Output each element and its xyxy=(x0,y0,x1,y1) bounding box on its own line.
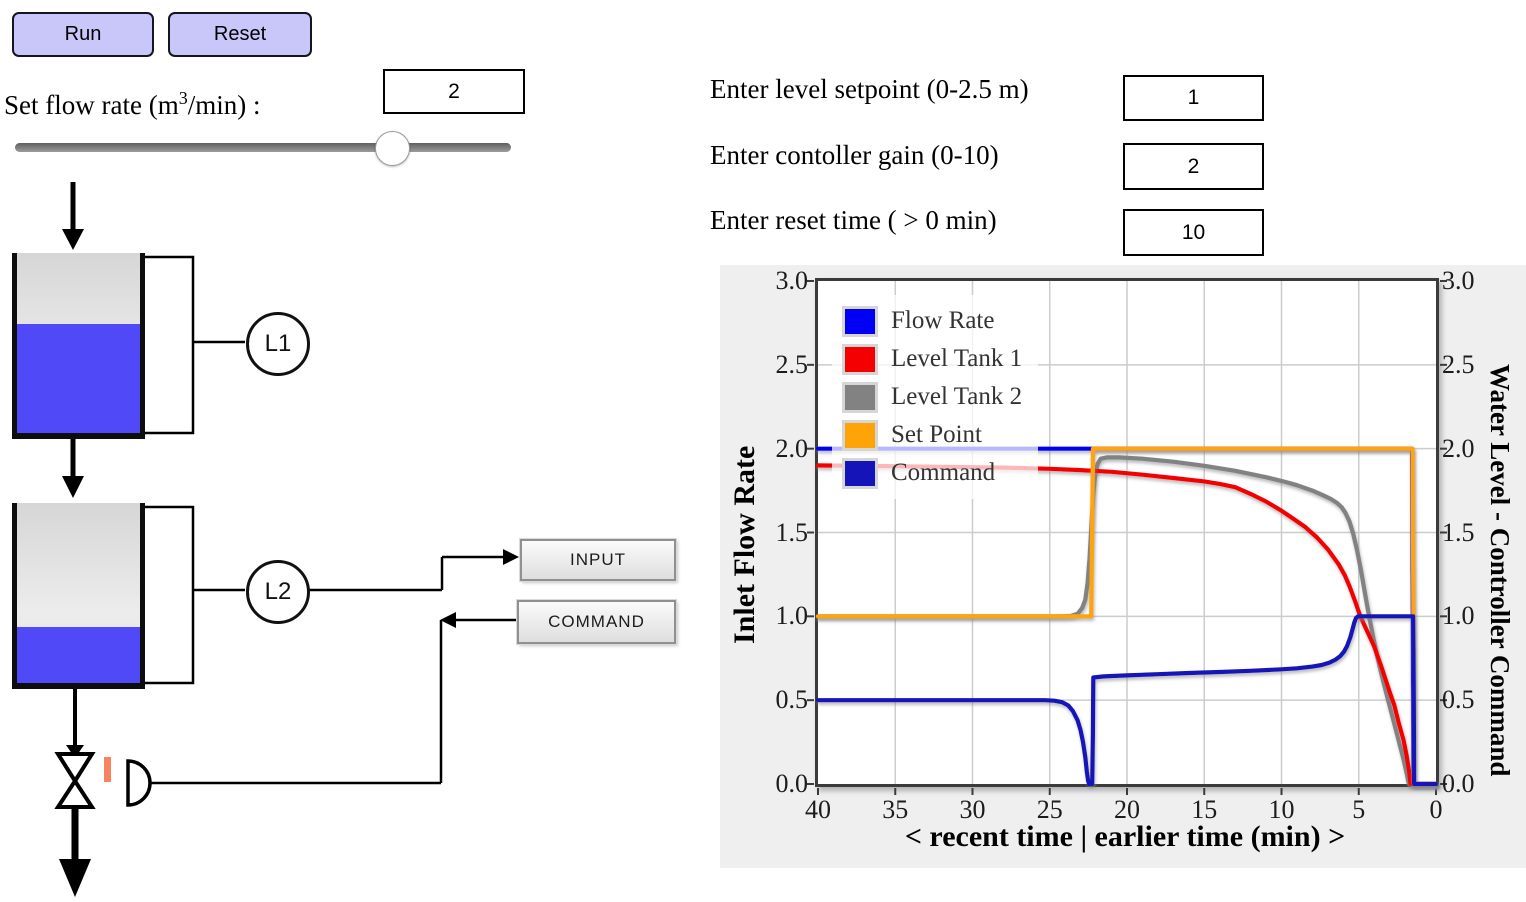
level-sensor-1: L1 xyxy=(246,312,310,376)
tick-label: 10 xyxy=(1268,795,1295,824)
tank2 xyxy=(12,503,145,689)
left-axis-title: Inlet Flow Rate xyxy=(728,445,761,645)
legend-label: Set Point xyxy=(891,421,982,448)
right-axis-title: Water Level - Controller Command xyxy=(1485,364,1515,777)
run-button[interactable]: Run xyxy=(12,12,154,57)
valve-icon[interactable] xyxy=(54,752,96,809)
tank1-water-level xyxy=(17,324,140,433)
tick-label: 30 xyxy=(959,795,986,824)
series-level-tank-1 xyxy=(815,463,1439,787)
tick-label: 0.5 xyxy=(1442,685,1475,715)
level-sensor-2: L2 xyxy=(246,560,310,624)
series-command xyxy=(815,614,1439,787)
tick-label: 1.5 xyxy=(1442,517,1475,547)
tick-label: 0 xyxy=(1429,795,1443,824)
chart-series xyxy=(815,446,1439,787)
valve-actuator-icon xyxy=(126,759,152,807)
tick-label: 5 xyxy=(1352,795,1366,824)
setpoint-label: Enter level setpoint (0-2.5 m) xyxy=(710,74,1029,104)
tick-label: 40 xyxy=(805,795,831,824)
tank1-bracket xyxy=(144,255,245,435)
reset-button[interactable]: Reset xyxy=(168,12,312,57)
tick-label: 25 xyxy=(1036,795,1063,824)
tick-label: 0.0 xyxy=(775,769,809,798)
legend-label: Command xyxy=(891,459,996,486)
tank1-to-tank2-arrow xyxy=(62,437,84,498)
valve-position-indicator xyxy=(104,757,111,782)
process-diagram xyxy=(54,182,519,897)
tank2-bracket xyxy=(144,505,245,685)
set-point-swatch xyxy=(842,419,878,451)
tick-marks xyxy=(807,280,1447,795)
flow-rate-swatch xyxy=(842,305,878,337)
command-to-valve-line xyxy=(150,612,517,785)
command-signal-box: COMMAND xyxy=(516,599,677,645)
tank1 xyxy=(12,253,145,439)
gain-label: Enter contoller gain (0-10) xyxy=(710,140,999,170)
tick-label: 0.0 xyxy=(1442,769,1475,798)
tick-label: 15 xyxy=(1191,795,1218,824)
level2-to-input-line xyxy=(305,549,519,592)
legend-item-flow-rate: Flow Rate xyxy=(842,302,1022,340)
input-signal-box: INPUT xyxy=(519,538,677,582)
legend-item-level-tank1: Level Tank 1 xyxy=(842,340,1022,378)
tank2-outlet-line xyxy=(66,687,84,758)
flow-slider-track[interactable] xyxy=(15,143,511,152)
tick-label: 1.0 xyxy=(1442,601,1475,631)
setpoint-input[interactable]: 1 xyxy=(1123,75,1264,121)
trend-chart: 40 35 30 25 20 15 10 5 0 3.0 3.0 2.5 2.5 2.0 2.0 1.5 1.5… xyxy=(720,265,1526,868)
reset-time-label: Enter reset time ( > 0 min) xyxy=(710,205,997,235)
tick-label: 3.0 xyxy=(1442,266,1475,295)
flow-rate-label: Set flow rate (m3/min) : xyxy=(4,88,261,120)
tick-label: 1.0 xyxy=(775,601,809,631)
tick-label: 1.5 xyxy=(775,517,809,547)
flow-rate-input[interactable]: 2 xyxy=(383,69,525,114)
tick-label: 2.0 xyxy=(1442,433,1475,463)
legend-item-level-tank2: Level Tank 2 xyxy=(842,378,1022,416)
flow-slider-thumb[interactable] xyxy=(375,131,411,166)
tick-label: 2.0 xyxy=(775,433,809,463)
legend-label: Level Tank 1 xyxy=(891,345,1023,372)
tick-label: 0.5 xyxy=(775,685,809,715)
gain-input[interactable]: 2 xyxy=(1123,143,1264,190)
level-tank2-swatch xyxy=(842,381,878,413)
tank2-water-level xyxy=(17,627,140,683)
legend-item-command: Command xyxy=(842,454,1022,492)
x-axis-title: < recent time | earlier time (min) > xyxy=(904,820,1346,853)
legend-label: Flow Rate xyxy=(891,307,995,334)
tick-label: 35 xyxy=(882,795,909,824)
tick-label: 3.0 xyxy=(775,266,809,295)
chart-canvas xyxy=(807,280,1447,795)
drain-arrow xyxy=(59,806,91,897)
command-swatch xyxy=(842,457,878,489)
reset-time-input[interactable]: 10 xyxy=(1123,209,1264,256)
level-tank1-swatch xyxy=(842,343,878,375)
tick-label: 2.5 xyxy=(775,349,809,379)
legend-item-set-point: Set Point xyxy=(842,416,1022,454)
chart-legend: Flow Rate Level Tank 1 Level Tank 2 Set … xyxy=(832,295,1039,499)
tank1-inlet-arrow xyxy=(62,182,84,250)
legend-label: Level Tank 2 xyxy=(891,383,1023,410)
tick-label: 20 xyxy=(1114,795,1140,824)
tick-label: 2.5 xyxy=(1442,349,1475,379)
